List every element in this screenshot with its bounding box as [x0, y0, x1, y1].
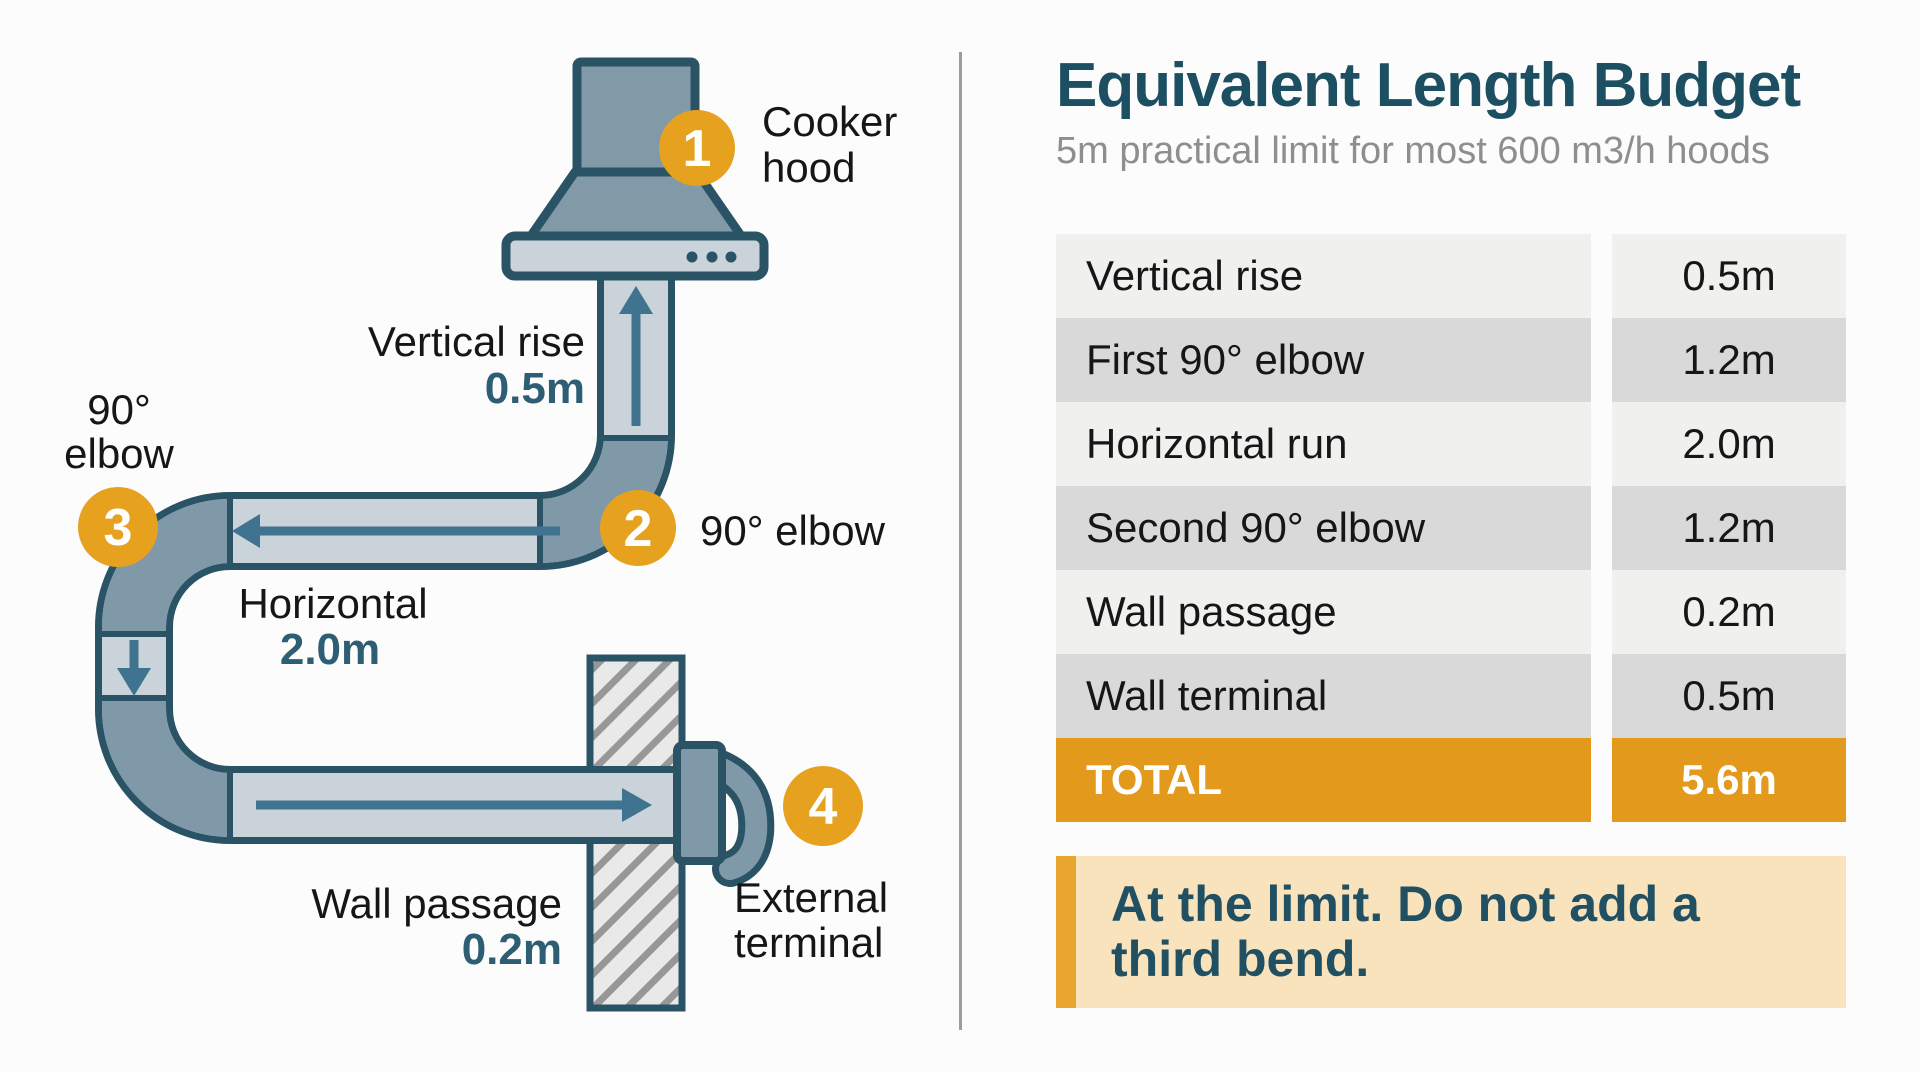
badge-2-number: 2 [624, 500, 653, 558]
table-row: Wall terminal 0.5m [1056, 654, 1846, 738]
row-label: First 90° elbow [1056, 318, 1591, 402]
vertical-rise-label: Vertical rise [368, 318, 585, 365]
hood-button-icon [725, 251, 737, 263]
vertical-rise-value: 0.5m [485, 364, 585, 413]
badge-2: 2 [600, 490, 676, 566]
row-value: 2.0m [1612, 402, 1846, 486]
warning-callout: At the limit. Do not add a third bend. [1056, 856, 1846, 1008]
row-label: Vertical rise [1056, 234, 1591, 318]
arrow-up-icon [619, 286, 653, 426]
external-terminal-label-line2: terminal [734, 919, 883, 966]
airflow-arrows [117, 286, 653, 822]
hood-panel [501, 231, 769, 281]
badge-3-number: 3 [104, 499, 133, 557]
hood-button-icon [706, 251, 718, 263]
row-value: 1.2m [1612, 318, 1846, 402]
wall-passage-value: 0.2m [462, 925, 562, 974]
elbow3-label-line1: 90° [87, 386, 151, 433]
wall-passage-label: Wall passage [311, 880, 562, 927]
table-row: Vertical rise 0.5m [1056, 234, 1846, 318]
budget-table: Vertical rise 0.5m First 90° elbow 1.2m … [1056, 234, 1846, 822]
column-gap [1591, 570, 1612, 654]
duct-diagram: 1 2 3 4 Cooker hood Vertical rise 0.5m 9… [64, 57, 897, 1012]
terminal-cowl [695, 752, 768, 880]
row-label: Second 90° elbow [1056, 486, 1591, 570]
column-gap [1591, 654, 1612, 738]
elbow-segment-first [538, 433, 668, 563]
row-label: Wall terminal [1056, 654, 1591, 738]
row-value: 0.5m [1612, 234, 1846, 318]
arrow-down-icon [117, 640, 151, 696]
badge-4: 4 [783, 766, 863, 846]
warning-text-line2: third bend. [1111, 931, 1370, 987]
total-label: TOTAL [1056, 738, 1591, 822]
horizontal-run-value: 2.0m [280, 625, 380, 674]
terminal-body [673, 741, 726, 865]
table-row: First 90° elbow 1.2m [1056, 318, 1846, 402]
warning-accent-bar [1056, 856, 1076, 1008]
row-value: 1.2m [1612, 486, 1846, 570]
table-row: Horizontal run 2.0m [1056, 402, 1846, 486]
table-row: Second 90° elbow 1.2m [1056, 486, 1846, 570]
cooker-hood-label-line2: hood [762, 144, 855, 191]
external-terminal-label-line1: External [734, 874, 888, 921]
column-gap [1591, 402, 1612, 486]
column-gap [1591, 234, 1612, 318]
row-value: 0.2m [1612, 570, 1846, 654]
elbow-segment-lower [102, 698, 232, 837]
arrow-left-icon [232, 514, 560, 548]
row-label: Wall passage [1056, 570, 1591, 654]
column-gap [1591, 738, 1612, 822]
arrow-right-icon [256, 788, 652, 822]
panel-divider [959, 52, 962, 1030]
warning-text-line1: At the limit. Do not add a [1111, 876, 1700, 932]
page-subtitle: 5m practical limit for most 600 m3/h hoo… [1056, 130, 1770, 172]
column-gap [1591, 318, 1612, 402]
row-value: 0.5m [1612, 654, 1846, 738]
cooker-hood-label-line1: Cooker [762, 98, 897, 145]
table-row: Wall passage 0.2m [1056, 570, 1846, 654]
badge-4-number: 4 [809, 778, 838, 836]
badge-1: 1 [659, 110, 735, 186]
warning-text: At the limit. Do not add a third bend. [1076, 856, 1846, 1008]
elbow-segment-second [102, 499, 232, 634]
external-terminal [673, 741, 775, 887]
horizontal-run-label: Horizontal [238, 580, 427, 627]
badge-3: 3 [78, 487, 158, 567]
row-label: Horizontal run [1056, 402, 1591, 486]
elbow3-label-line2: elbow [64, 430, 174, 477]
hood-button-icon [686, 251, 698, 263]
page-title: Equivalent Length Budget [1056, 51, 1801, 120]
badge-1-number: 1 [683, 120, 712, 178]
elbow2-label: 90° elbow [700, 507, 886, 554]
table-total-row: TOTAL 5.6m [1056, 738, 1846, 822]
total-value: 5.6m [1612, 738, 1846, 822]
budget-panel: Equivalent Length Budget 5m practical li… [1056, 50, 1846, 1050]
column-gap [1591, 486, 1612, 570]
